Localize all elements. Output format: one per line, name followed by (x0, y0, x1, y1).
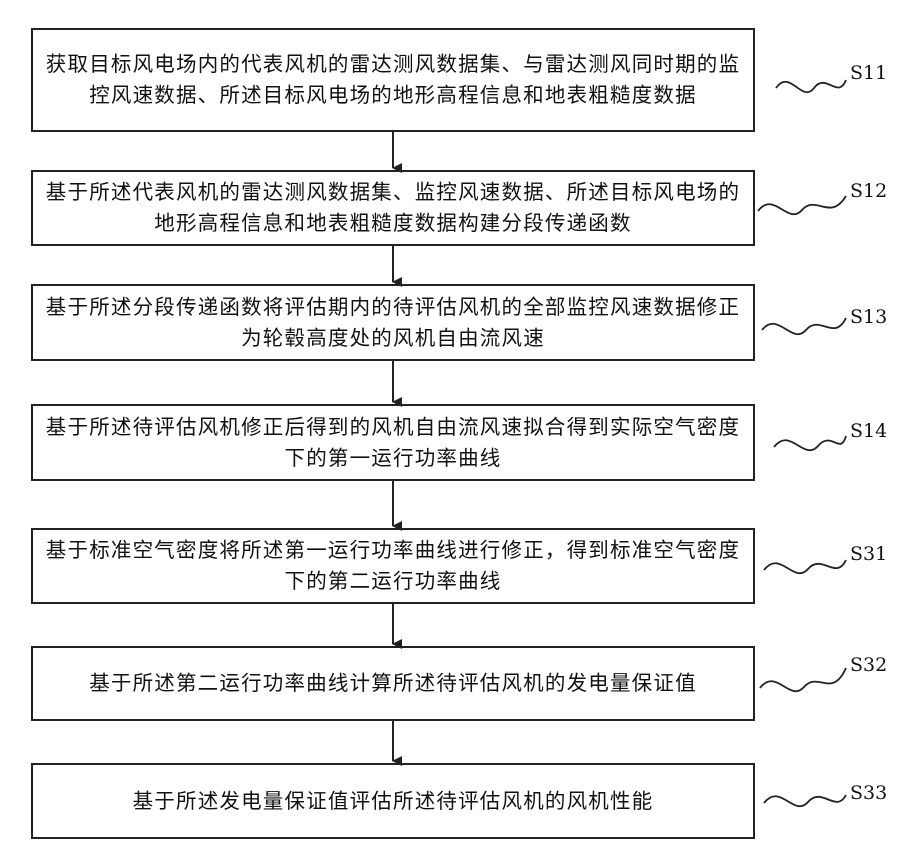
leader-squiggle-s11 (776, 80, 846, 92)
leader-squiggle-s12 (758, 196, 846, 214)
leader-squiggle-s33 (764, 795, 846, 806)
leader-squiggle-s14 (774, 436, 846, 450)
leader-squiggle-s13 (762, 318, 846, 334)
leader-squiggle-s32 (760, 668, 846, 691)
leader-squiggle-s31 (764, 560, 846, 573)
